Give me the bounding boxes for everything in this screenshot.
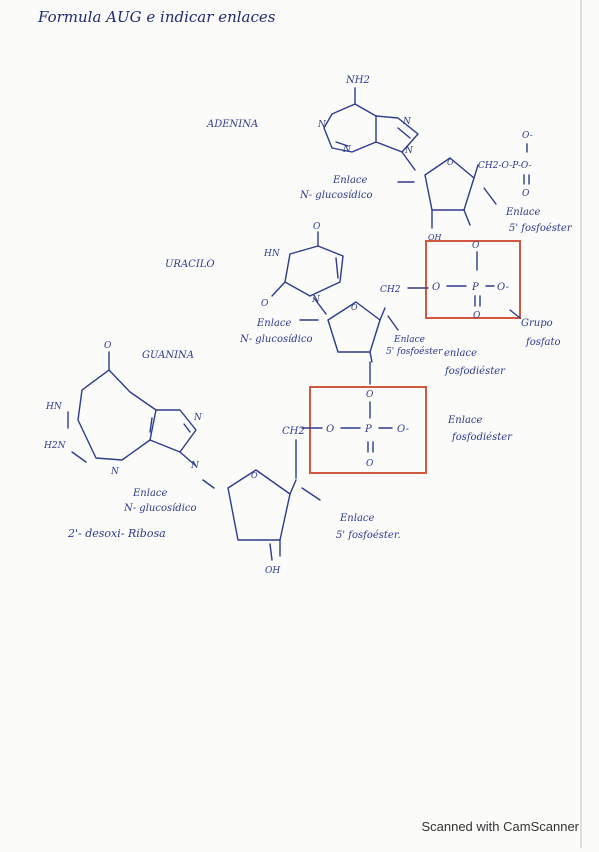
- top-phosphate-o-minus: O-: [522, 131, 533, 141]
- bond-ng1-line2: N- glucosídico: [299, 190, 373, 201]
- adenine-n7: N: [402, 117, 412, 127]
- bond-fe2-line1: Enlace: [393, 335, 425, 345]
- label-guanina: GUANINA: [142, 350, 194, 361]
- guanine-n3: N: [110, 467, 120, 477]
- bond-fd1-line2: fosfodiéster: [444, 366, 506, 377]
- label-adenina: ADENINA: [206, 119, 258, 130]
- upper-p-o-left: O: [432, 282, 440, 293]
- lower-p-o-bottom: O: [366, 459, 374, 469]
- bond-fe1-line2: 5' fosfoéster: [509, 223, 573, 234]
- guanine-n7: N: [193, 413, 203, 423]
- lower-p-o-minus: O-: [397, 424, 410, 435]
- label-desoxirribosa: 2'- desoxi- Ribosa: [67, 527, 166, 540]
- adenine-n9: N: [404, 146, 414, 156]
- uracil-n1: N: [311, 295, 321, 305]
- label-uracilo: URACILO: [165, 259, 215, 270]
- ribose-top: [397, 157, 497, 229]
- top-phosphate-o: O: [522, 189, 530, 199]
- bottom-ch2: CH2: [282, 426, 305, 437]
- grupo-fosfato-pointer: [509, 309, 521, 319]
- lower-p-o-top: O: [366, 390, 374, 400]
- page-title: Formula AUG e indicar enlaces: [37, 8, 276, 26]
- uracil-o-top: O: [313, 222, 321, 232]
- uracil-ring: [271, 231, 344, 315]
- bond-fe2-line2: 5' fosfoéster: [386, 346, 443, 357]
- bond-fe1-line1: Enlace: [505, 207, 541, 218]
- bond-ng3-line2: N- glucosídico: [123, 503, 197, 514]
- grupo-fosfato-line2: fosfato: [525, 337, 561, 348]
- bond-fd2-line1: Enlace: [447, 415, 483, 426]
- bond-ng2-line2: N- glucosídico: [239, 334, 313, 345]
- ribose-bottom-o: O: [251, 471, 258, 480]
- bond-fd2-line2: fosfodiéster: [451, 432, 513, 443]
- adenine-n3: N: [342, 145, 352, 155]
- ribose-bottom: [202, 469, 321, 561]
- top-phosphate: CH2-O-P-O-: [478, 161, 532, 171]
- uracil-o-bottom: O: [261, 299, 269, 309]
- guanine-ring: [67, 351, 197, 467]
- uracil-hn: HN: [263, 249, 281, 259]
- bond-ng2-line1: Enlace: [256, 318, 292, 329]
- guanine-n9: N: [190, 461, 200, 471]
- phosphate-box-upper: [425, 240, 521, 319]
- ribose-bottom-oh: OH: [265, 566, 280, 576]
- upper-p-o-top: O: [472, 241, 480, 251]
- upper-p: P: [471, 282, 479, 293]
- ribose-middle: [299, 301, 399, 363]
- phosphate-box-lower: [309, 386, 427, 474]
- camscanner-watermark: Scanned with CamScanner: [421, 819, 579, 834]
- bond-fe3-line2: 5' fosfoéster.: [336, 530, 401, 541]
- bond-ng1-line1: Enlace: [332, 175, 368, 186]
- adenine-nh2: NH2: [345, 75, 370, 86]
- bond-fe3-line1: Enlace: [339, 513, 375, 524]
- ribose-top-o: O: [447, 158, 454, 167]
- guanine-hn: HN: [45, 402, 63, 412]
- ribose-middle-o: O: [351, 303, 358, 312]
- adenine-n1: N: [317, 120, 327, 130]
- bond-fd1-line1: enlace: [444, 348, 477, 359]
- guanine-o: O: [104, 341, 112, 351]
- bond-ng3-line1: Enlace: [132, 488, 168, 499]
- middle-ch2: CH2: [380, 285, 401, 295]
- lower-p: P: [364, 424, 372, 435]
- upper-p-o-bottom: O: [473, 311, 481, 321]
- ribose-top-oh: OH: [428, 233, 443, 242]
- grupo-fosfato-line1: Grupo: [521, 318, 553, 329]
- page-fold-line: [580, 0, 582, 848]
- lower-p-o-left: O: [326, 424, 334, 435]
- upper-p-o-minus: O-: [497, 282, 510, 293]
- adenine-ring: [323, 87, 419, 171]
- guanine-h2n: H2N: [43, 441, 67, 451]
